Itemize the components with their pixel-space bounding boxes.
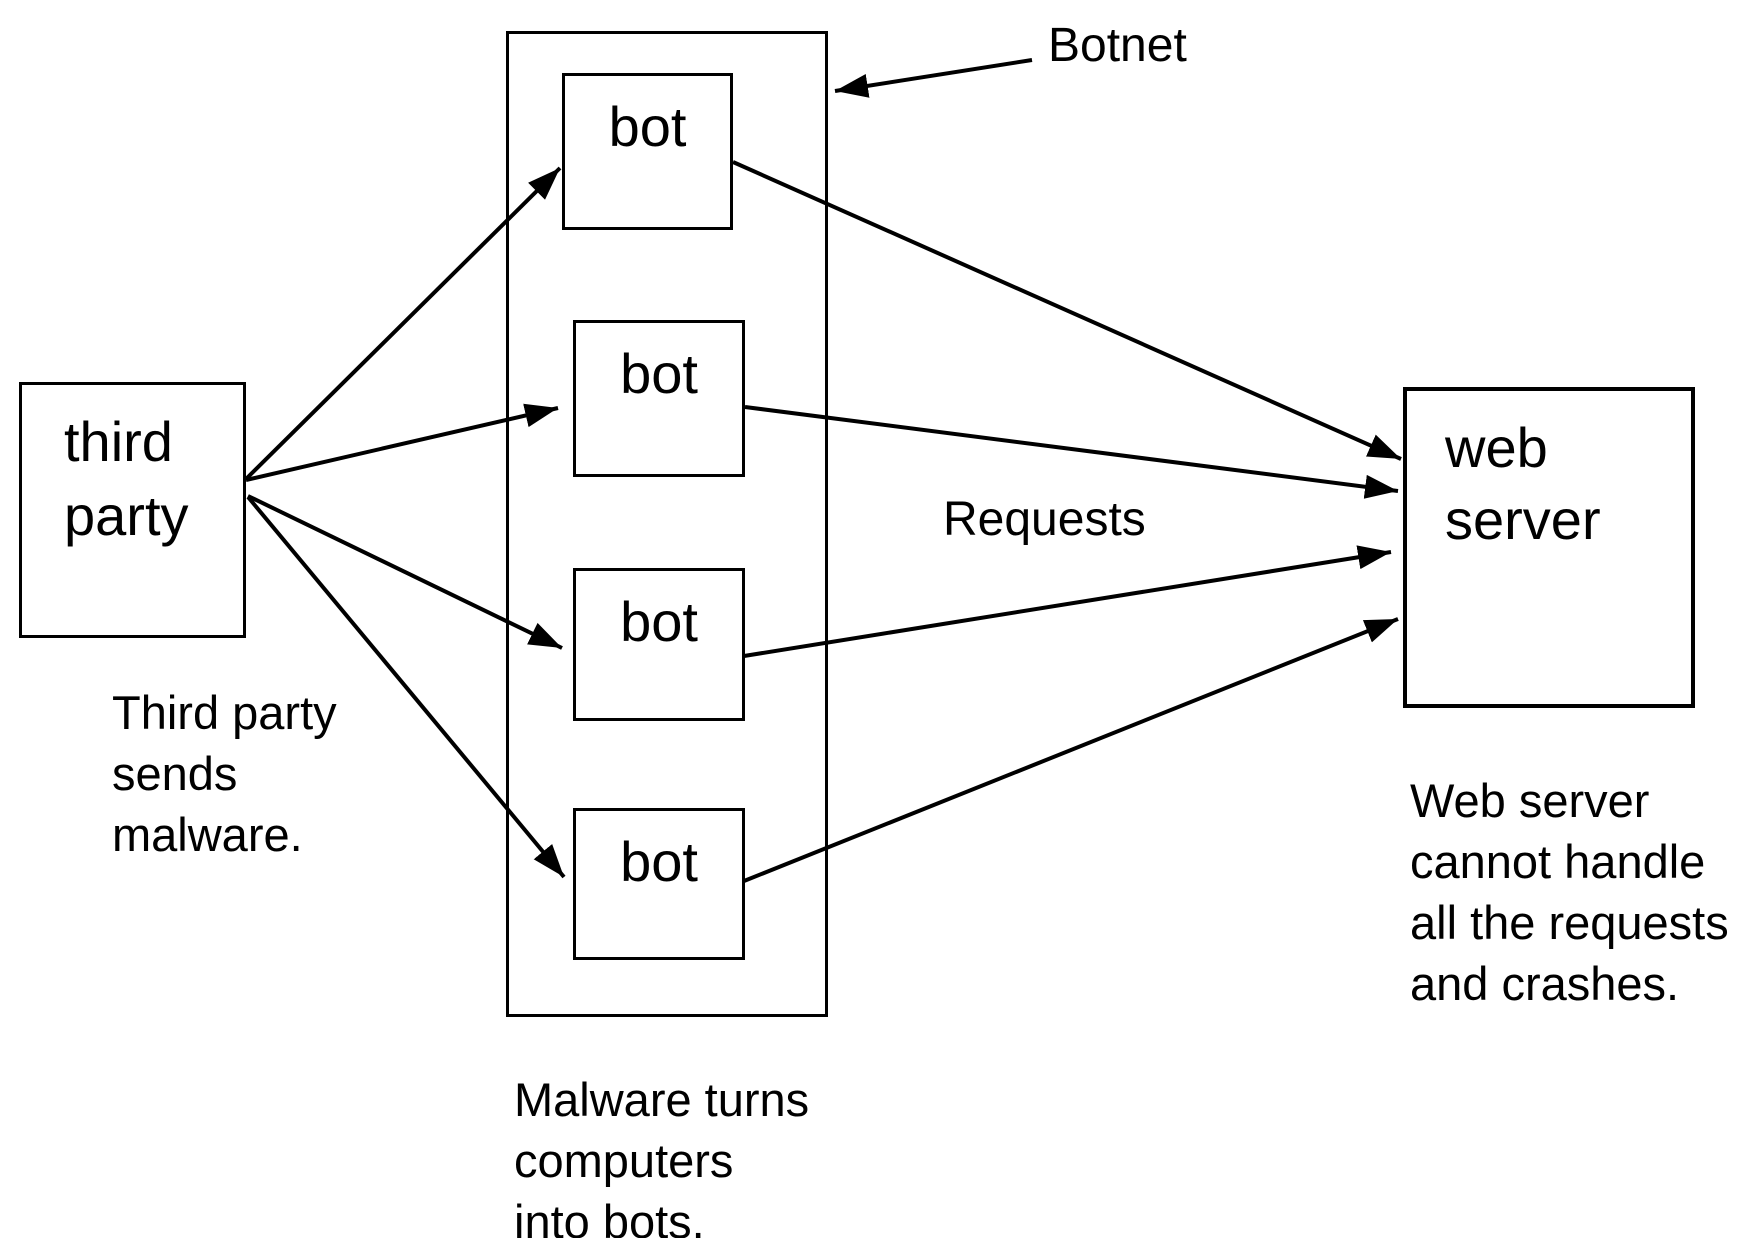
botnet-title: Botnet <box>1048 19 1187 72</box>
arrow-request-from-bot-4 <box>743 617 1399 883</box>
arrow-malware-to-bot-4 <box>246 495 566 879</box>
requests-label: Requests <box>943 493 1146 546</box>
bot-node-1: bot <box>562 73 733 230</box>
bot-label-3: bot <box>620 590 698 653</box>
bot-node-4: bot <box>573 808 745 960</box>
bot-node-2: bot <box>573 320 745 477</box>
third-party-node: third party <box>19 382 246 638</box>
arrow-request-from-bot-2 <box>744 405 1399 499</box>
arrow-botnet-pointer <box>834 58 1033 98</box>
web-server-label: web server <box>1445 416 1601 551</box>
web-server-node: web server <box>1403 387 1695 708</box>
arrow-request-from-bot-3 <box>743 545 1392 658</box>
third-party-label: third party <box>64 410 189 547</box>
bot-label-2: bot <box>620 342 698 405</box>
arrow-malware-to-bot-3 <box>247 494 563 650</box>
botnet-caption: Malware turns computers into bots. <box>514 1073 810 1238</box>
botnet-container <box>506 31 828 1017</box>
bot-label-4: bot <box>620 830 698 893</box>
bot-label-1: bot <box>608 95 687 158</box>
bot-node-3: bot <box>573 568 745 721</box>
web-server-caption: Web server cannot handle all the request… <box>1410 774 1729 1010</box>
third-party-caption: Third party sends malware. <box>112 686 337 861</box>
arrow-request-from-bot-1 <box>732 160 1402 461</box>
